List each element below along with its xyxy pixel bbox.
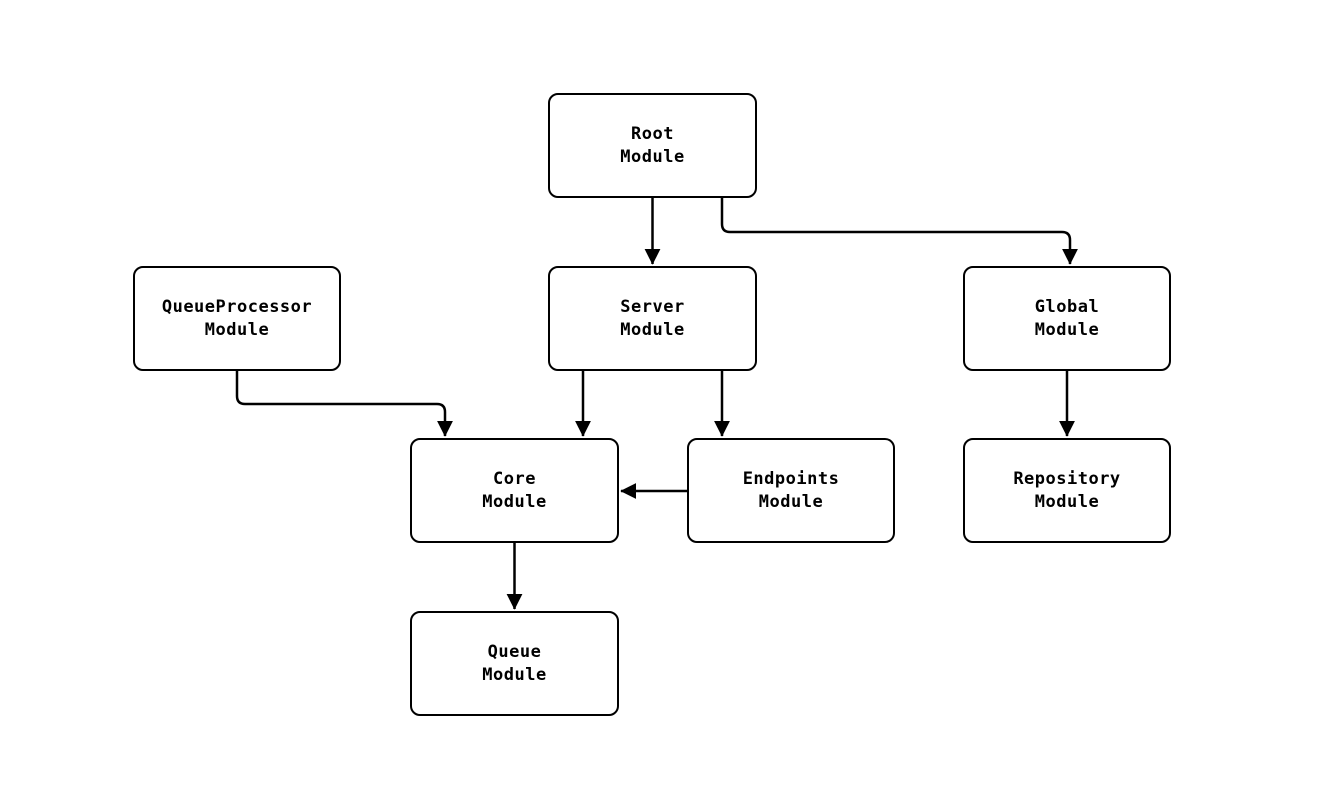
node-server-module: Server Module [548,266,757,371]
node-core-module: Core Module [410,438,619,543]
edge-queueprocessor-core [235,371,453,437]
node-queue-module-label: Queue Module [482,642,547,685]
node-queueprocessor-module-label: QueueProcessor Module [161,297,313,340]
node-queue-module: Queue Module [410,611,619,716]
node-root-module-label: Root Module [620,124,685,167]
node-root-module: Root Module [548,93,757,198]
node-core-module-label: Core Module [482,469,547,512]
node-server-module-label: Server Module [620,297,685,340]
node-repository-module: Repository Module [963,438,1171,543]
node-endpoints-module: Endpoints Module [687,438,895,543]
node-endpoints-module-label: Endpoints Module [742,469,840,512]
node-global-module: Global Module [963,266,1171,371]
node-repository-module-label: Repository Module [1013,469,1121,512]
node-queueprocessor-module: QueueProcessor Module [133,266,341,371]
edge-root-global [720,198,1078,265]
node-global-module-label: Global Module [1034,297,1100,340]
